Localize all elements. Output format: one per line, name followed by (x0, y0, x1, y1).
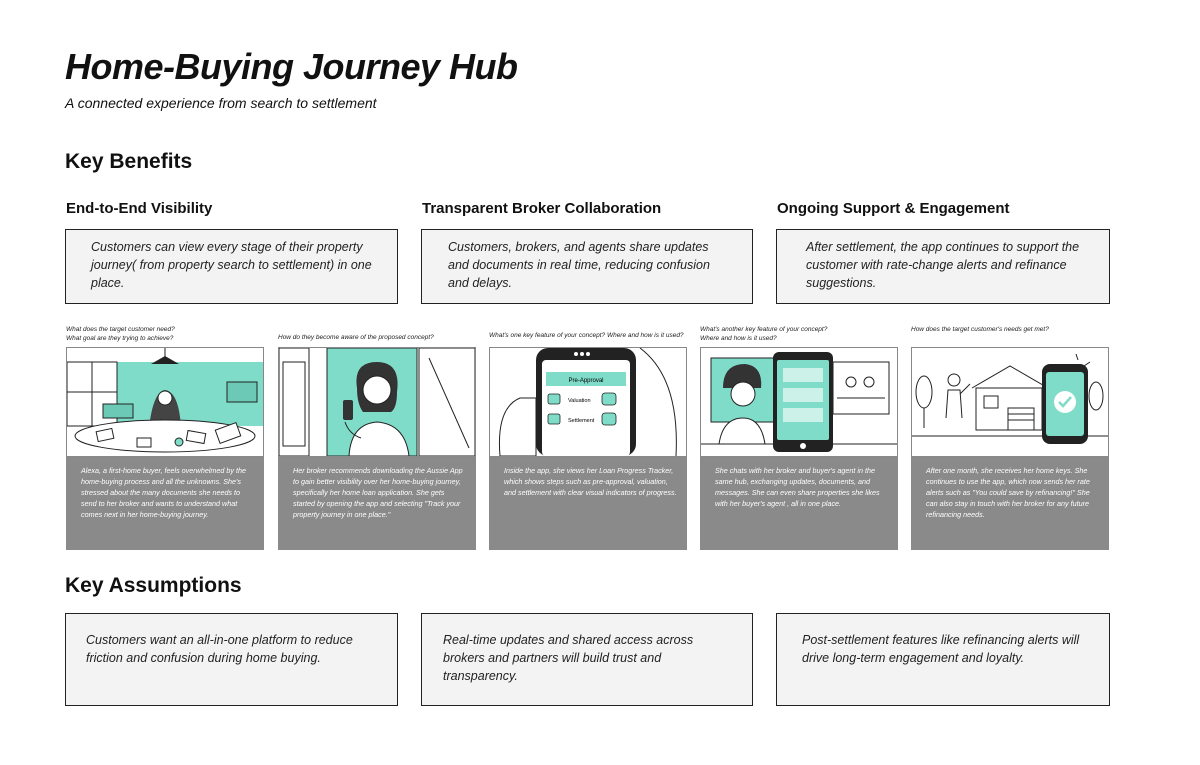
woman-with-phone-illustration (278, 347, 476, 457)
key-benefits-heading: Key Benefits (65, 150, 193, 173)
panel-prompt: What's one key feature of your concept? … (489, 332, 684, 339)
panel-prompt: How do they become aware of the proposed… (278, 334, 434, 341)
panel-caption: After one month, she receives her home k… (911, 457, 1109, 550)
benefit-title-support: Ongoing Support & Engagement (777, 200, 1010, 217)
loan-progress-tracker-illustration: Pre-Approval Valuation Settlement (489, 347, 687, 457)
benefit-box-collaboration: Customers, brokers, and agents share upd… (421, 229, 753, 304)
benefit-box-support: After settlement, the app continues to s… (776, 229, 1110, 304)
phone-label-valuation: Valuation (568, 398, 591, 404)
panel-caption: She chats with her broker and buyer's ag… (700, 457, 898, 550)
panel-prompt: How does the target customer's needs get… (911, 326, 1049, 333)
assumption-box-transparency: Real-time updates and shared access acro… (421, 613, 753, 706)
panel-prompt: What does the target customer need? What… (66, 326, 175, 342)
phone-label-settlement: Settlement (568, 418, 595, 424)
assumption-box-engagement: Post-settlement features like refinancin… (776, 613, 1110, 706)
page-title: Home-Buying Journey Hub (65, 46, 518, 87)
key-assumptions-heading: Key Assumptions (65, 574, 242, 597)
panel-prompt: What's another key feature of your conce… (700, 326, 828, 342)
benefit-title-collaboration: Transparent Broker Collaboration (422, 200, 662, 217)
panel-caption: Inside the app, she views her Loan Progr… (489, 457, 687, 550)
home-keys-illustration (911, 347, 1109, 457)
page-subtitle: A connected experience from search to se… (65, 95, 377, 111)
panel-caption: Her broker recommends downloading the Au… (278, 457, 476, 550)
broker-chat-illustration (700, 347, 898, 457)
benefit-title-visibility: End-to-End Visibility (66, 200, 213, 217)
overwhelmed-buyer-illustration (66, 347, 264, 457)
assumption-box-platform: Customers want an all-in-one platform to… (65, 613, 398, 706)
phone-label-preapproval: Pre-Approval (568, 378, 603, 384)
panel-caption: Alexa, a first-home buyer, feels overwhe… (66, 457, 264, 550)
benefit-box-visibility: Customers can view every stage of their … (65, 229, 398, 304)
